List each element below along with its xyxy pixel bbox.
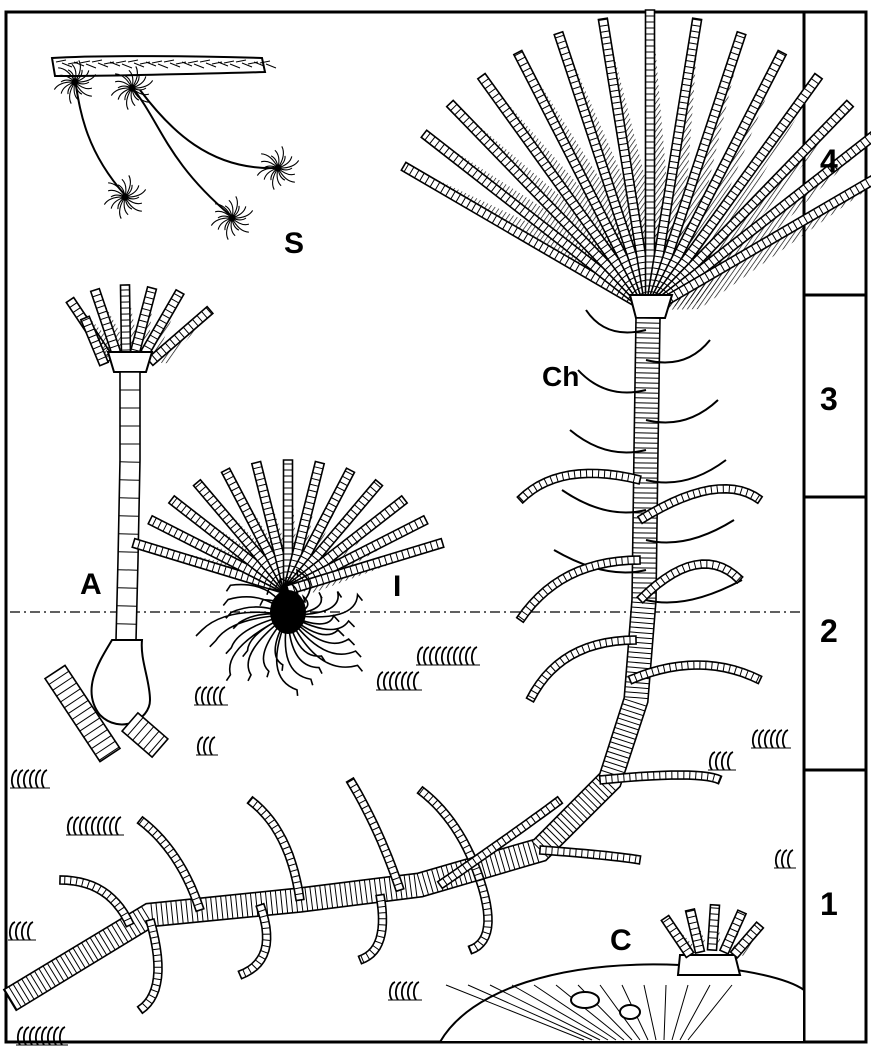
crinoid-ch-cirrus xyxy=(60,876,134,927)
label-i: I xyxy=(393,570,401,603)
burrow-fragment xyxy=(66,817,124,835)
burrow-fragment xyxy=(196,737,218,755)
figure-a-stalked-crinoid xyxy=(45,285,213,762)
label-c: C xyxy=(610,924,632,957)
burrow-fragment xyxy=(416,647,480,665)
crinoid-ch-cirrus xyxy=(540,846,641,864)
crinoid-ch-cirrus xyxy=(469,879,493,954)
crinoid-ch-cirrus xyxy=(248,797,304,901)
crinoid-a-holdfast xyxy=(92,640,150,724)
crinoid-ch-cirrus xyxy=(517,469,641,503)
crinoid-c-base xyxy=(678,955,740,975)
crinoid-ch-calyx xyxy=(630,295,672,318)
mound-pit xyxy=(620,1005,640,1019)
burrow-fragment xyxy=(8,922,36,940)
burrow-fragment xyxy=(10,770,50,788)
crinoid-ch-cirrus xyxy=(527,636,637,702)
floating-stalk xyxy=(140,90,275,168)
burrow-fragment xyxy=(774,850,796,868)
tier-label-3: 3 xyxy=(820,381,838,417)
floating-stalk xyxy=(75,80,125,195)
fossil-drawings xyxy=(4,10,871,1045)
crinoid-i-base xyxy=(270,590,306,634)
burrow-fragment xyxy=(194,687,228,705)
burrow-fragment xyxy=(388,982,422,1000)
crinoid-ch-cirrus xyxy=(347,778,404,891)
crinoid-a-stem xyxy=(116,372,140,640)
mound-pit xyxy=(571,992,599,1008)
label-ch: Ch xyxy=(542,361,579,392)
crinoid-ch-cirrus xyxy=(138,817,204,911)
burrow-fragment xyxy=(751,730,791,748)
crinoid-c-arm xyxy=(708,905,721,951)
floating-stalk xyxy=(130,85,230,215)
tier-label-2: 2 xyxy=(820,613,838,649)
tier-label-4: 4 xyxy=(820,143,838,179)
floating-crown xyxy=(104,175,145,218)
burrow-fragment xyxy=(376,672,422,690)
tier-label-1: 1 xyxy=(820,886,838,922)
burrow-fragment xyxy=(16,1027,68,1045)
burrow-fragment xyxy=(708,752,736,770)
figure-s-floating-crinoids xyxy=(52,56,299,240)
label-s: S xyxy=(284,227,304,260)
label-a: A xyxy=(80,568,102,601)
crinoid-a-calyx xyxy=(108,352,152,372)
